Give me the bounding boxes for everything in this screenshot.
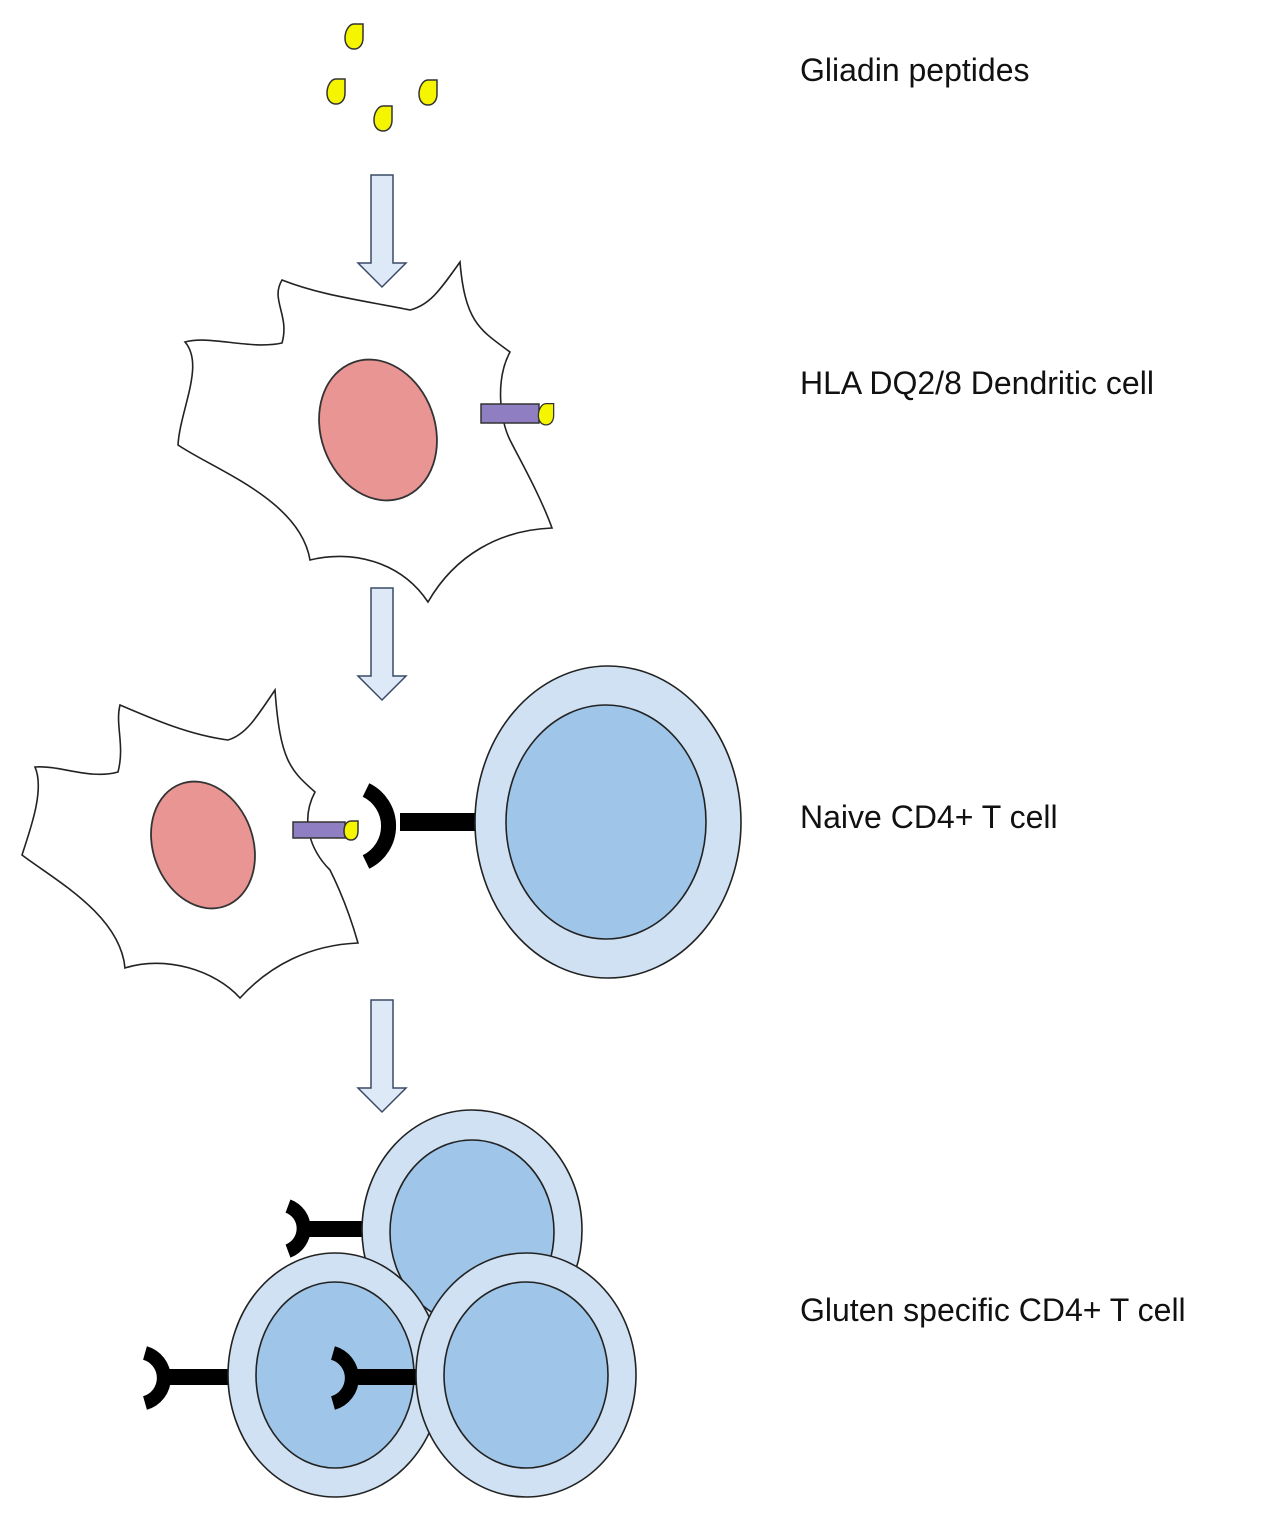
hla-dq-molecule (480, 403, 540, 424)
down-arrow-2 (357, 587, 407, 701)
presented-peptide-2 (343, 820, 359, 841)
dendritic-cell (177, 259, 555, 604)
dendritic-cell-2 (21, 687, 360, 1000)
presented-peptide (537, 403, 555, 426)
gliadin-peptide (418, 79, 438, 106)
nucleus-2 (150, 780, 256, 910)
t-cell-nucleus (505, 704, 707, 940)
label-naive-t-cell: Naive CD4+ T cell (800, 799, 1058, 835)
down-arrow-1 (357, 174, 407, 288)
nucleus (318, 358, 438, 502)
down-arrow-3 (357, 999, 407, 1113)
hla-dq-molecule-2 (292, 821, 346, 839)
gliadin-peptides (326, 23, 438, 132)
t-cell-receptor (362, 783, 480, 869)
gluten-t-cell-right (330, 1252, 637, 1498)
gluten-t-cell-left (142, 1252, 443, 1498)
gliadin-peptide (373, 105, 393, 132)
gluten-specific-t-cells (142, 1109, 637, 1498)
label-gluten-specific-t-cell: Gluten specific CD4+ T cell (800, 1292, 1186, 1328)
naive-t-cell (362, 665, 742, 979)
label-gliadin-peptides: Gliadin peptides (800, 52, 1030, 88)
gliadin-peptide (326, 78, 346, 105)
gliadin-peptide (344, 23, 364, 50)
label-dendritic-cell: HLA DQ2/8 Dendritic cell (800, 365, 1154, 401)
